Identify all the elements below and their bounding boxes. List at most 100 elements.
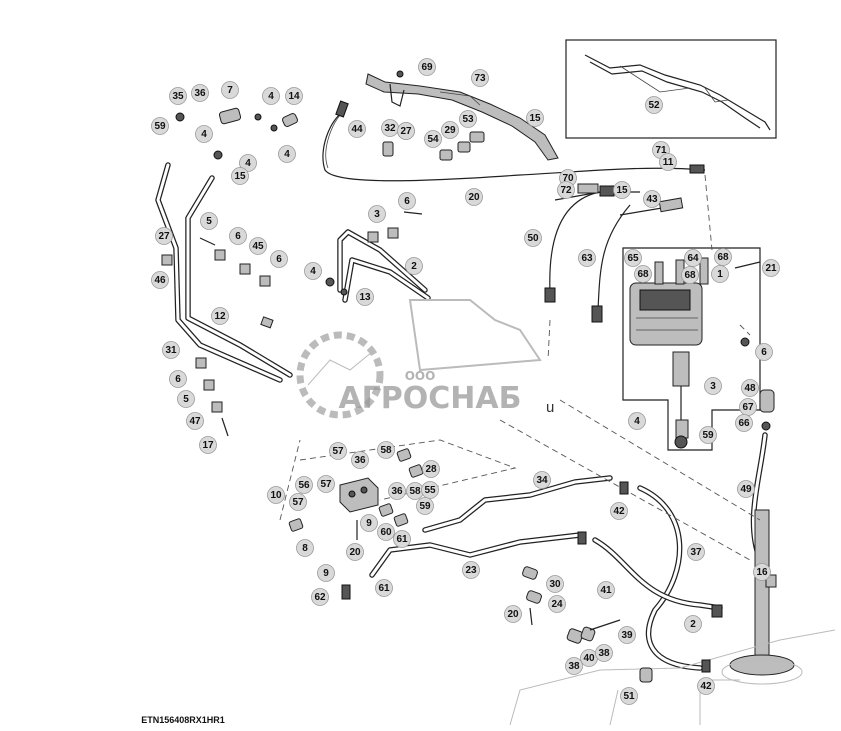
callout-bubble [699,426,717,444]
callout-7: 7 [221,81,239,99]
callout-label: 55 [424,485,436,496]
callout-5: 5 [200,212,218,230]
callout-43: 43 [643,190,661,208]
harness-43 [322,100,706,182]
callout-label: 34 [536,475,548,486]
callout-label: 30 [549,579,561,590]
callout-48: 48 [741,379,759,397]
callout-56: 56 [295,476,313,494]
callout-bubble [741,379,759,397]
callout-54: 54 [424,130,442,148]
callout-bubble [377,523,395,541]
callout-bubble [645,96,663,114]
callout-20: 20 [346,543,364,561]
callout-bubble [221,81,239,99]
callout-label: 6 [404,196,410,207]
callout-label: 59 [154,121,166,132]
callout-bubble [278,145,296,163]
callout-24: 24 [548,595,566,613]
callout-bubble [753,563,771,581]
callout-68: 68 [634,265,652,283]
callout-58: 58 [406,482,424,500]
fittings [161,107,777,683]
callout-bubble [162,341,180,359]
callout-label: 73 [474,73,486,84]
inset-frame [565,39,777,139]
callout-label: 17 [202,440,214,451]
callout-label: 56 [298,480,310,491]
callout-73: 73 [471,69,489,87]
machine-outline [509,629,836,726]
callout-27: 27 [155,227,173,245]
svg-text:u: u [546,399,554,416]
callout-bubble [200,212,218,230]
callout-label: 15 [529,113,541,124]
callout-bubble [186,412,204,430]
callout-label: 20 [349,547,361,558]
callout-label: 3 [710,381,716,392]
callout-label: 8 [302,543,308,554]
callout-34: 34 [533,471,551,489]
callout-label: 27 [400,126,412,137]
callout-41: 41 [597,581,615,599]
callout-label: 12 [214,311,226,322]
callout-23: 23 [462,561,480,579]
callout-46: 46 [151,271,169,289]
callout-label: 35 [172,91,184,102]
callout-label: 28 [425,464,437,475]
watermark-line2: АГРОСНАБ [338,381,521,416]
callout-bubble [351,451,369,469]
callout-bubble [368,205,386,223]
callout-bubble [762,259,780,277]
callout-bubble [169,87,187,105]
callout-bubble [397,122,415,140]
callout-bubble [681,266,699,284]
callout-bubble [262,87,280,105]
callout-47: 47 [186,412,204,430]
callout-52: 52 [645,96,663,114]
callout-4: 4 [195,125,213,143]
callout-bubble [304,262,322,280]
callout-68: 68 [714,248,732,266]
callout-bubble [504,605,522,623]
callout-57: 57 [289,493,307,511]
callout-68: 68 [681,266,699,284]
callout-label: 41 [600,585,612,596]
callout-67: 67 [739,398,757,416]
callout-label: 61 [396,534,408,545]
callout-bubble [375,579,393,597]
callout-label: 47 [189,416,201,427]
callout-label: 4 [634,416,640,427]
callout-bubble [524,229,542,247]
watermark-line1: ООО [405,369,436,383]
callout-bubble [422,460,440,478]
callout-9: 9 [360,514,378,532]
harness-46-50 [544,183,684,323]
callout-label: 20 [468,192,480,203]
callout-bubble [229,227,247,245]
callout-bubble [465,188,483,206]
callout-label: 42 [700,681,712,692]
callout-label: 54 [427,134,439,145]
callout-label: 29 [444,125,456,136]
callout-57: 57 [329,442,347,460]
figure-code: ETN156408RX1HR1 [141,715,225,725]
callout-bubble [704,377,722,395]
callout-2: 2 [684,615,702,633]
callout-label: 57 [332,446,344,457]
callout-label: 4 [245,158,251,169]
callout-label: 20 [507,609,519,620]
callout-label: 60 [380,527,392,538]
callout-label: 23 [465,565,477,576]
callout-38: 38 [595,644,613,662]
callout-63: 63 [578,249,596,267]
callout-bubble [155,227,173,245]
callout-label: 67 [742,402,754,413]
callout-label: 2 [690,619,696,630]
callout-bubble [755,343,773,361]
callout-label: 15 [616,185,628,196]
callout-label: 45 [252,241,264,252]
callout-35: 35 [169,87,187,105]
callout-bubble [151,271,169,289]
callout-label: 24 [551,599,563,610]
